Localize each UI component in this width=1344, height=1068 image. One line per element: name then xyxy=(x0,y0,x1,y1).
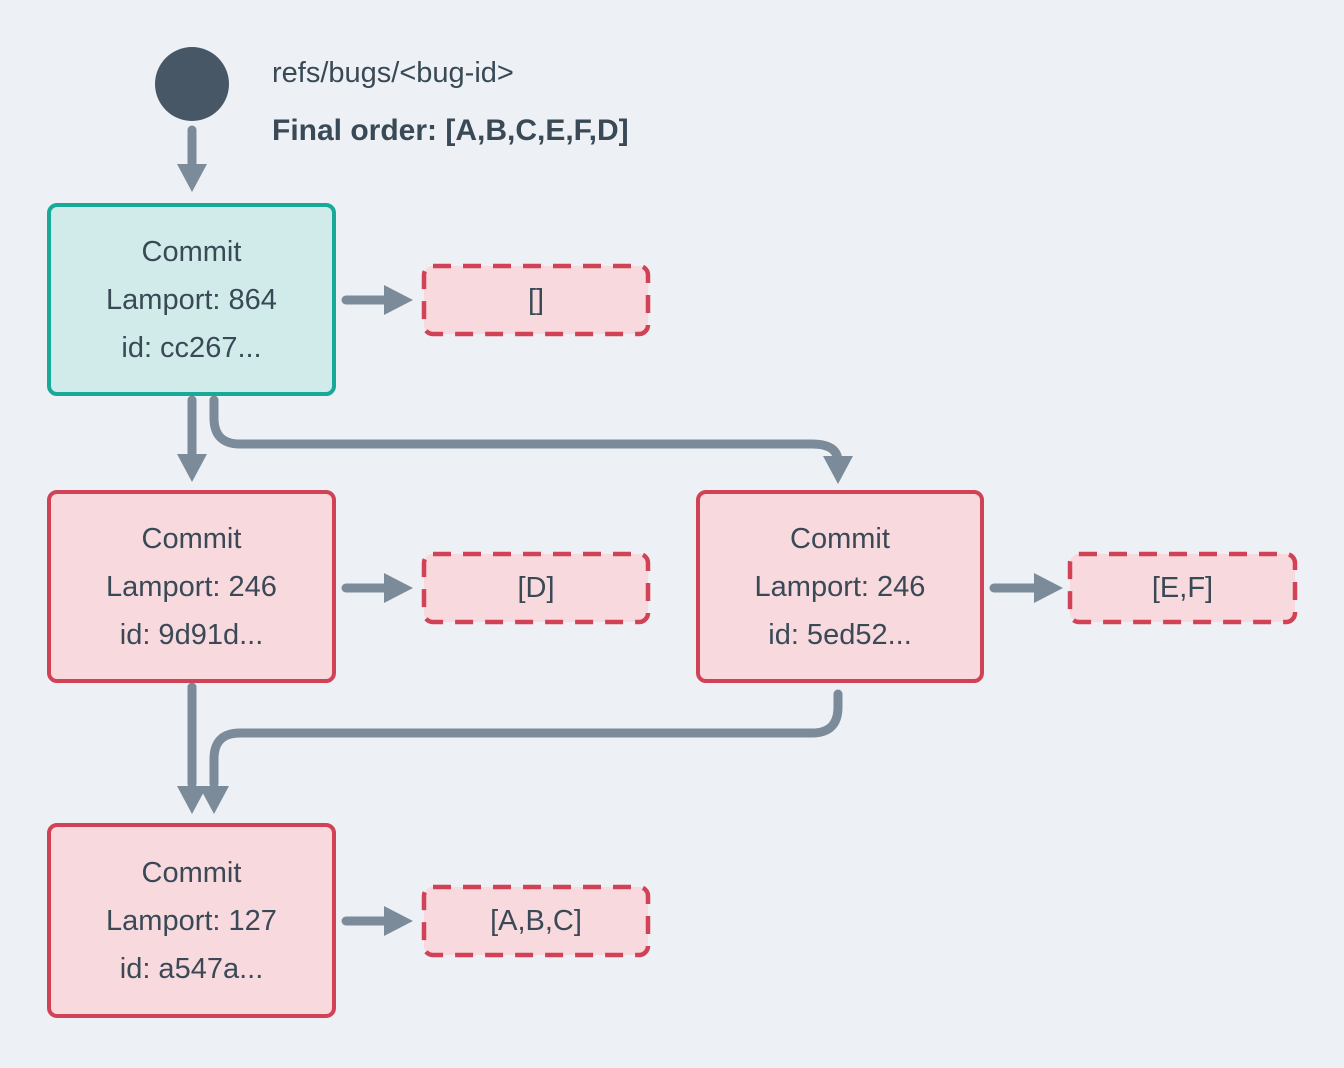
commit-box-right: Commit Lamport: 246 id: 5ed52... xyxy=(696,490,984,683)
commit-box-left: Commit Lamport: 246 id: 9d91d... xyxy=(47,490,336,683)
commit-id: id: 5ed52... xyxy=(768,618,912,651)
commit-lamport: Lamport: 127 xyxy=(106,904,277,937)
commit-title: Commit xyxy=(141,856,242,889)
arrowhead-left-commit-to-ops xyxy=(384,573,413,603)
arrowhead-right-commit-to-bottom xyxy=(199,786,229,814)
commit-box-bottom: Commit Lamport: 127 id: a547a... xyxy=(47,823,336,1018)
arrowhead-right-commit-to-ops xyxy=(1034,573,1063,603)
arrowhead-head-to-right-commit xyxy=(823,456,853,484)
edge-head-to-right-commit xyxy=(209,395,843,467)
arrowhead-bottom-commit-to-ops xyxy=(384,906,413,936)
commit-id: id: 9d91d... xyxy=(119,618,264,651)
ops-list-bottom: [A,B,C] xyxy=(490,904,582,937)
commit-title: Commit xyxy=(141,235,242,268)
commit-lamport: Lamport: 864 xyxy=(106,283,277,316)
commit-title: Commit xyxy=(141,522,242,555)
ops-list-head: [] xyxy=(527,283,545,316)
final-order-label: Final order: [A,B,C,E,F,D] xyxy=(272,114,629,147)
commit-lamport: Lamport: 246 xyxy=(754,570,926,603)
arrowhead-ref-to-head xyxy=(177,164,207,192)
branch-ref-label: refs/bugs/<bug-id> xyxy=(272,57,514,89)
commit-id: id: cc267... xyxy=(121,331,262,364)
commit-id: id: a547a... xyxy=(119,952,264,985)
edge-right-commit-to-bottom xyxy=(209,689,843,789)
commit-box-head: Commit Lamport: 864 id: cc267... xyxy=(47,203,336,396)
commit-title: Commit xyxy=(790,522,890,555)
ops-list-right: [E,F] xyxy=(1151,571,1214,604)
arrowhead-head-to-ops xyxy=(384,285,413,315)
arrowhead-left-commit-to-bottom xyxy=(177,786,207,814)
arrowhead-head-to-left-commit xyxy=(177,454,207,482)
commit-lamport: Lamport: 246 xyxy=(106,570,277,603)
branch-ref-node xyxy=(155,47,229,121)
ops-list-left: [D] xyxy=(517,571,555,604)
